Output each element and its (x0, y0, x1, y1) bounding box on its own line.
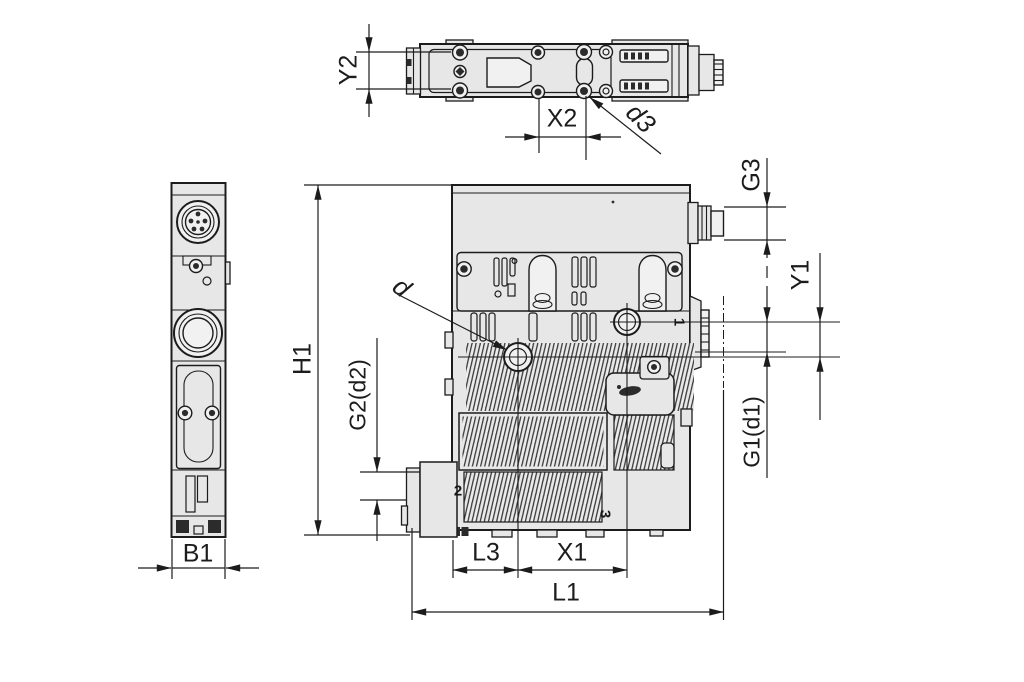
dim-label-x2: X2 (546, 104, 578, 133)
ejector-cartridge-2 (638, 254, 667, 312)
port-label-2: 2 (453, 482, 463, 500)
vacuum-port-circle-icon (173, 308, 223, 358)
dim-label-b1: B1 (182, 539, 214, 568)
port-label-1: 1 (670, 317, 688, 327)
port-label-3: 3 (596, 509, 614, 519)
dim-label-l3: L3 (472, 538, 500, 567)
dim-g2-lines (360, 338, 420, 541)
dim-label-g1d1: G1(d1) (738, 396, 765, 468)
vent-slats-mid (462, 416, 604, 467)
dim-l3-x1-l1-lines (411, 296, 725, 620)
dim-label-g2d2: G2(d2) (344, 359, 371, 431)
m12-connector-icon (176, 200, 220, 244)
top-view (356, 24, 724, 160)
dim-b1-lines (138, 539, 259, 579)
dim-label-y2: Y2 (334, 54, 363, 86)
dim-label-y1: Y1 (786, 259, 815, 291)
leader-d (396, 293, 508, 351)
dim-y2-lines (356, 24, 451, 117)
vent-slats-lower (463, 471, 603, 523)
front-view (304, 158, 840, 620)
dim-label-h1: H1 (288, 343, 317, 375)
side-view (138, 182, 259, 579)
dim-label-x1: X1 (556, 538, 588, 567)
port2-fitting (400, 461, 458, 538)
vent-slots-row (470, 312, 597, 342)
dim-g3-lines (724, 158, 786, 278)
crosshair-port-2 (610, 303, 840, 578)
front-panel (456, 251, 683, 312)
ejector-cartridge-1 (528, 254, 557, 312)
top-view-screws (451, 43, 614, 100)
g3-fitting (687, 201, 725, 245)
crosshair-port-d (458, 338, 840, 578)
dim-label-g3: G3 (737, 158, 766, 192)
dim-h1-lines (304, 184, 452, 536)
dim-label-l1: L1 (552, 578, 580, 607)
side-mounting-panel (175, 364, 222, 470)
dim-x2-lines (505, 96, 621, 160)
electrical-connector (698, 53, 724, 92)
leader-d3 (589, 97, 662, 155)
